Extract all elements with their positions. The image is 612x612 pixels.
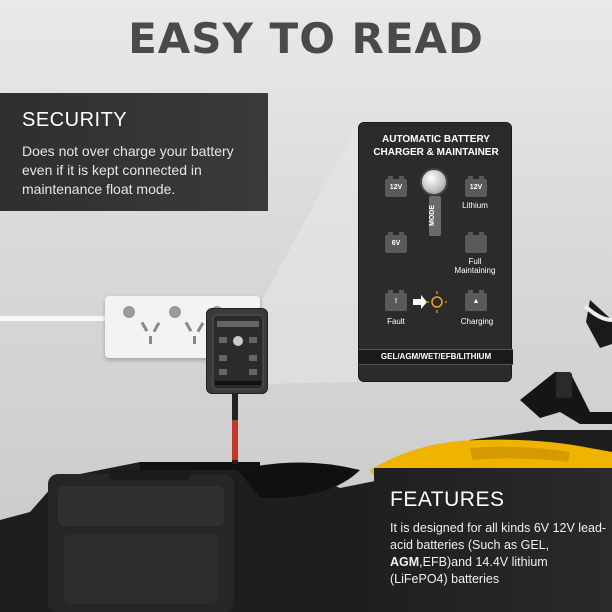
panel-title: AUTOMATIC BATTERY CHARGER & MAINTAINER (359, 133, 513, 159)
fault-icon: ! (385, 290, 407, 311)
power-strip (105, 296, 260, 358)
charger-red-wire (232, 420, 238, 460)
panel-footer: GEL/AGM/WET/EFB/LITHIUM (359, 349, 513, 365)
fault-label: Fault (387, 317, 405, 326)
lithium-label: Lithium (462, 201, 488, 210)
light-beam (262, 124, 358, 384)
mode-knob-icon (420, 168, 448, 196)
features-title: FEATURES (390, 488, 505, 511)
battery-icon (465, 232, 487, 253)
security-callout: SECURITY Does not over charge your batte… (0, 93, 268, 211)
charger-mini-panel (212, 314, 264, 390)
full-label-line2: Maintaining (454, 266, 496, 275)
features-description: It is designed for all kinds 6V 12V lead… (390, 520, 608, 588)
security-title: SECURITY (22, 109, 128, 131)
full-maintaining-label: Full Maintaining (447, 257, 503, 275)
panel-title-line1: AUTOMATIC BATTERY (382, 134, 490, 145)
battery-icon: 6V (385, 232, 407, 253)
battery-icon: 12V (465, 176, 487, 197)
headline: EASY TO READ (128, 14, 484, 63)
panel-title-line2: CHARGER & MAINTAINER (373, 147, 499, 158)
battery-icon: 12V (385, 176, 407, 197)
charger-panel-closeup: AUTOMATIC BATTERY CHARGER & MAINTAINER 1… (358, 122, 513, 382)
charging-arrow-icon: ▲ (465, 290, 487, 311)
features-desc-bold: AGM (390, 555, 420, 569)
features-callout: FEATURES It is designed for all kinds 6V… (374, 468, 612, 612)
features-desc-part1: It is designed for all kinds 6V 12V lead… (390, 521, 607, 552)
security-description: Does not over charge your battery even i… (22, 143, 234, 197)
power-cable (0, 316, 106, 321)
charger-device (206, 308, 268, 394)
full-label-line1: Full (468, 257, 482, 266)
sun-icon (413, 291, 447, 313)
mode-label: MODE (429, 196, 441, 236)
charging-label: Charging (460, 317, 494, 326)
features-desc-part2: ,EFB)and 14.4V lithium (LiFePO4) batteri… (390, 555, 548, 586)
